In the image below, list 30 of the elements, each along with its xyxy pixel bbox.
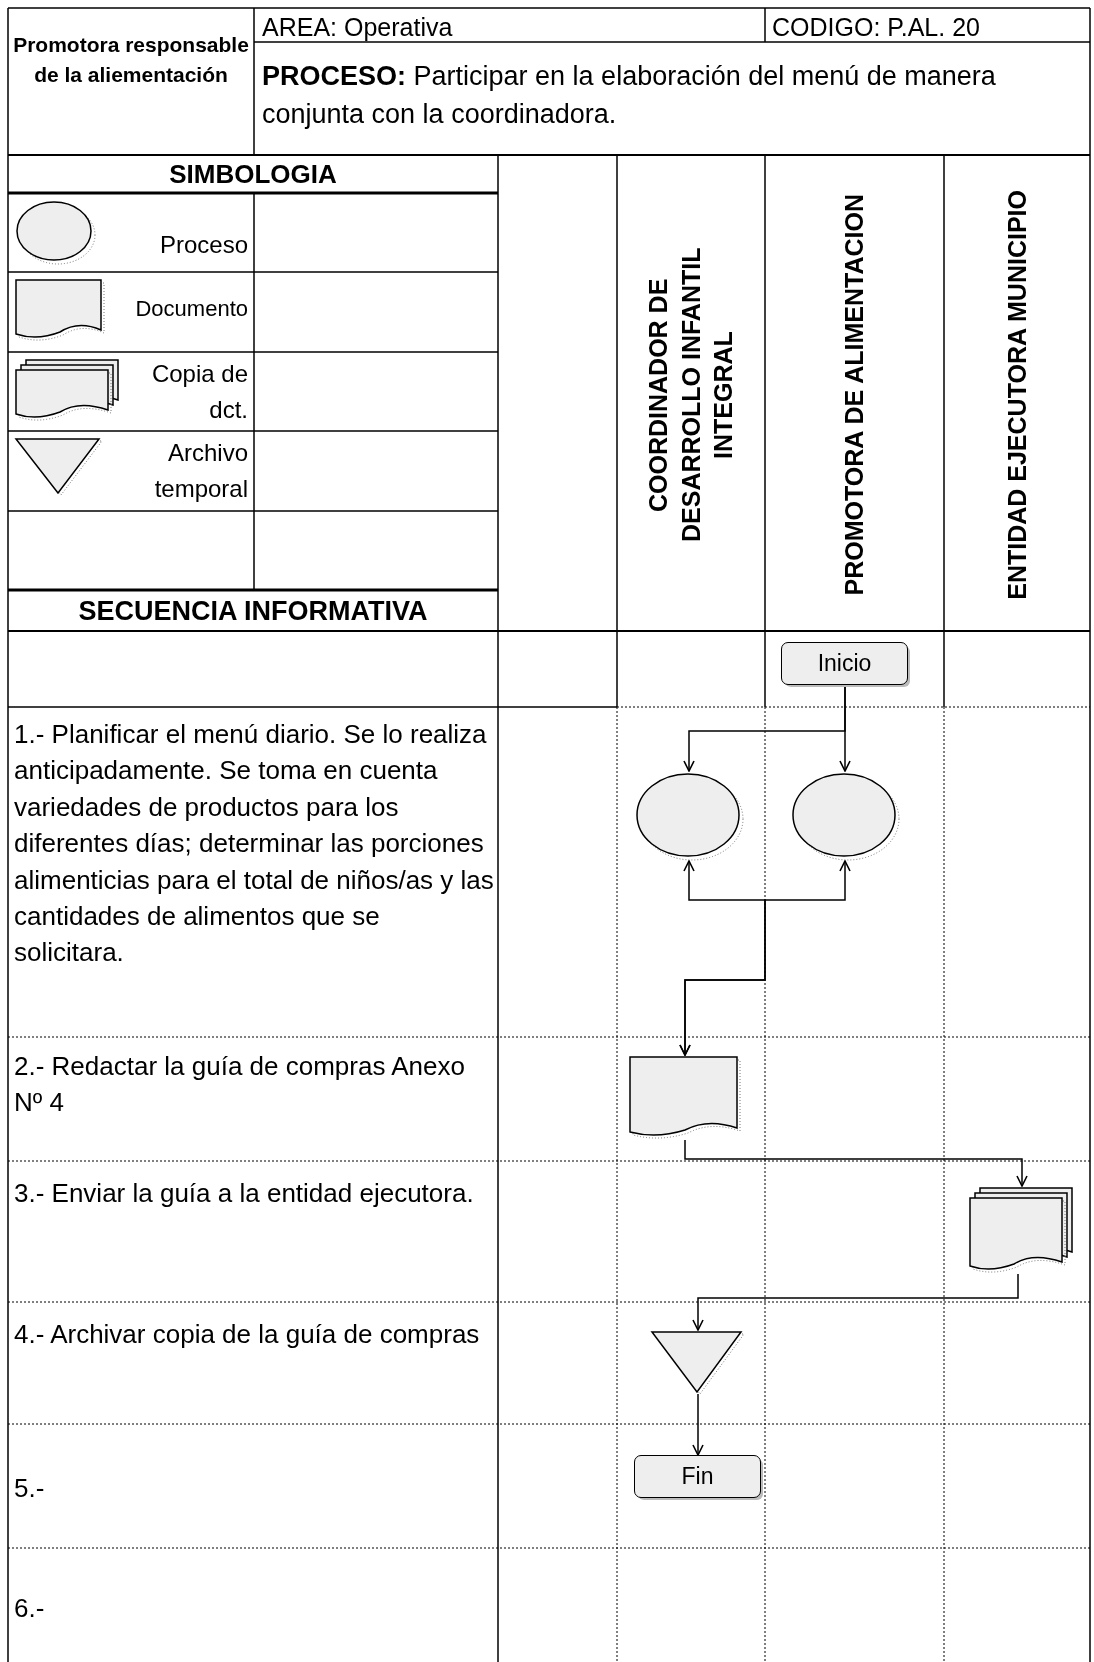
section-heading: SECUENCIA INFORMATIVA xyxy=(77,595,429,628)
legend-label: Archivo temporal xyxy=(153,438,248,504)
header-text: Promotora responsable de la aliementación xyxy=(12,32,250,89)
legend-label: Copia de dct. xyxy=(150,359,248,425)
section-heading: SIMBOLOGIA xyxy=(168,158,338,191)
step-text: 2.- Redactar la guía de compras Anexo Nº 4 xyxy=(14,1050,466,1120)
arrow xyxy=(692,1273,1019,1331)
arrow xyxy=(839,684,851,772)
step-text: 6.- xyxy=(14,1592,46,1625)
arrow xyxy=(692,1393,704,1456)
process-description: PROCESO: Participar en la elaboración del menú de manera conjunta con la coordinadora. xyxy=(262,60,997,131)
archive-triangle xyxy=(650,1330,746,1394)
terminal-box: Inicio xyxy=(781,642,908,685)
process-ellipse xyxy=(634,771,744,861)
legend-label: Documento xyxy=(135,295,248,323)
step-text: 5.- xyxy=(14,1472,46,1505)
lane-title: ENTIDAD EJECUTORA MUNICIPIO xyxy=(1001,190,1032,600)
lane-title: PROMOTORA DE ALIMENTACION xyxy=(839,194,870,596)
legend-label: Proceso xyxy=(159,230,248,260)
step-text: 1.- Planificar el menú diario. Se lo realiza anticipadamente. Se toma en cuenta variedades de productos para los diferentes días; determinar las porciones alimenticias para el total de niños/as y las cantidades de alimentos que se solicitara. xyxy=(14,718,494,970)
process-ellipse xyxy=(790,771,900,861)
arrow xyxy=(679,860,851,1056)
arrow xyxy=(684,1139,1028,1187)
terminal-box: Fin xyxy=(634,1455,761,1498)
document-shape xyxy=(628,1055,742,1140)
step-text: 4.- Archivar copia de la guía de compras xyxy=(14,1318,481,1351)
lane-title: COORDINADOR DE DESARROLLO INFANTIL INTEGRAL xyxy=(643,246,739,545)
area-text: AREA: Operativa xyxy=(262,12,454,43)
step-text: 3.- Enviar la guía a la entidad ejecutora. xyxy=(14,1177,475,1210)
code-text: CODIGO: P.AL. 20 xyxy=(772,12,981,43)
